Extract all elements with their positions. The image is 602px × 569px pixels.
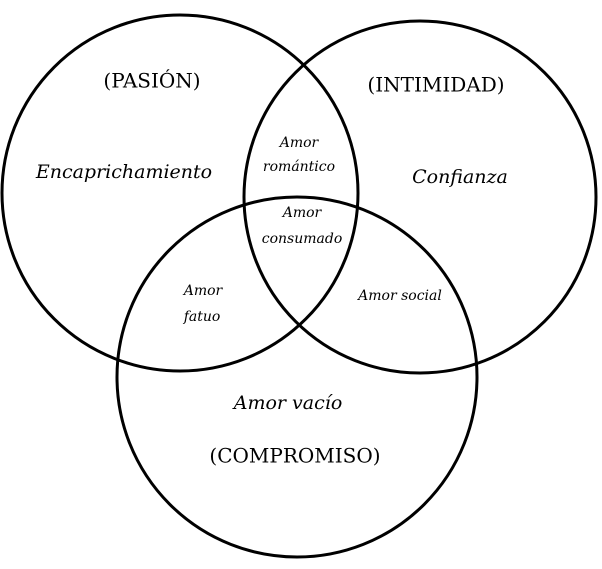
intimacy-circle [242, 19, 598, 375]
commitment-circle [115, 195, 479, 559]
empty-love-label: Amor vacío [232, 392, 343, 414]
passion-circle [0, 13, 360, 373]
consummate-love-label-line2: consumado [262, 231, 343, 247]
consummate-love-label-line1: Amor [281, 205, 323, 221]
infatuation-label: Encaprichamiento [35, 161, 212, 183]
intimacy-label: (INTIMIDAD) [367, 73, 504, 97]
fatuous-love-label-line2: fatuo [183, 309, 221, 325]
fatuous-love-label-line1: Amor [182, 283, 224, 299]
passion-label: (PASIÓN) [103, 68, 200, 93]
romantic-love-label-line1: Amor [278, 135, 320, 151]
romantic-love-label-line2: romántico [263, 159, 335, 175]
liking-label: Confianza [412, 166, 508, 188]
commitment-label: (COMPROMISO) [209, 444, 380, 468]
companionate-love-label: Amor social [356, 288, 442, 304]
